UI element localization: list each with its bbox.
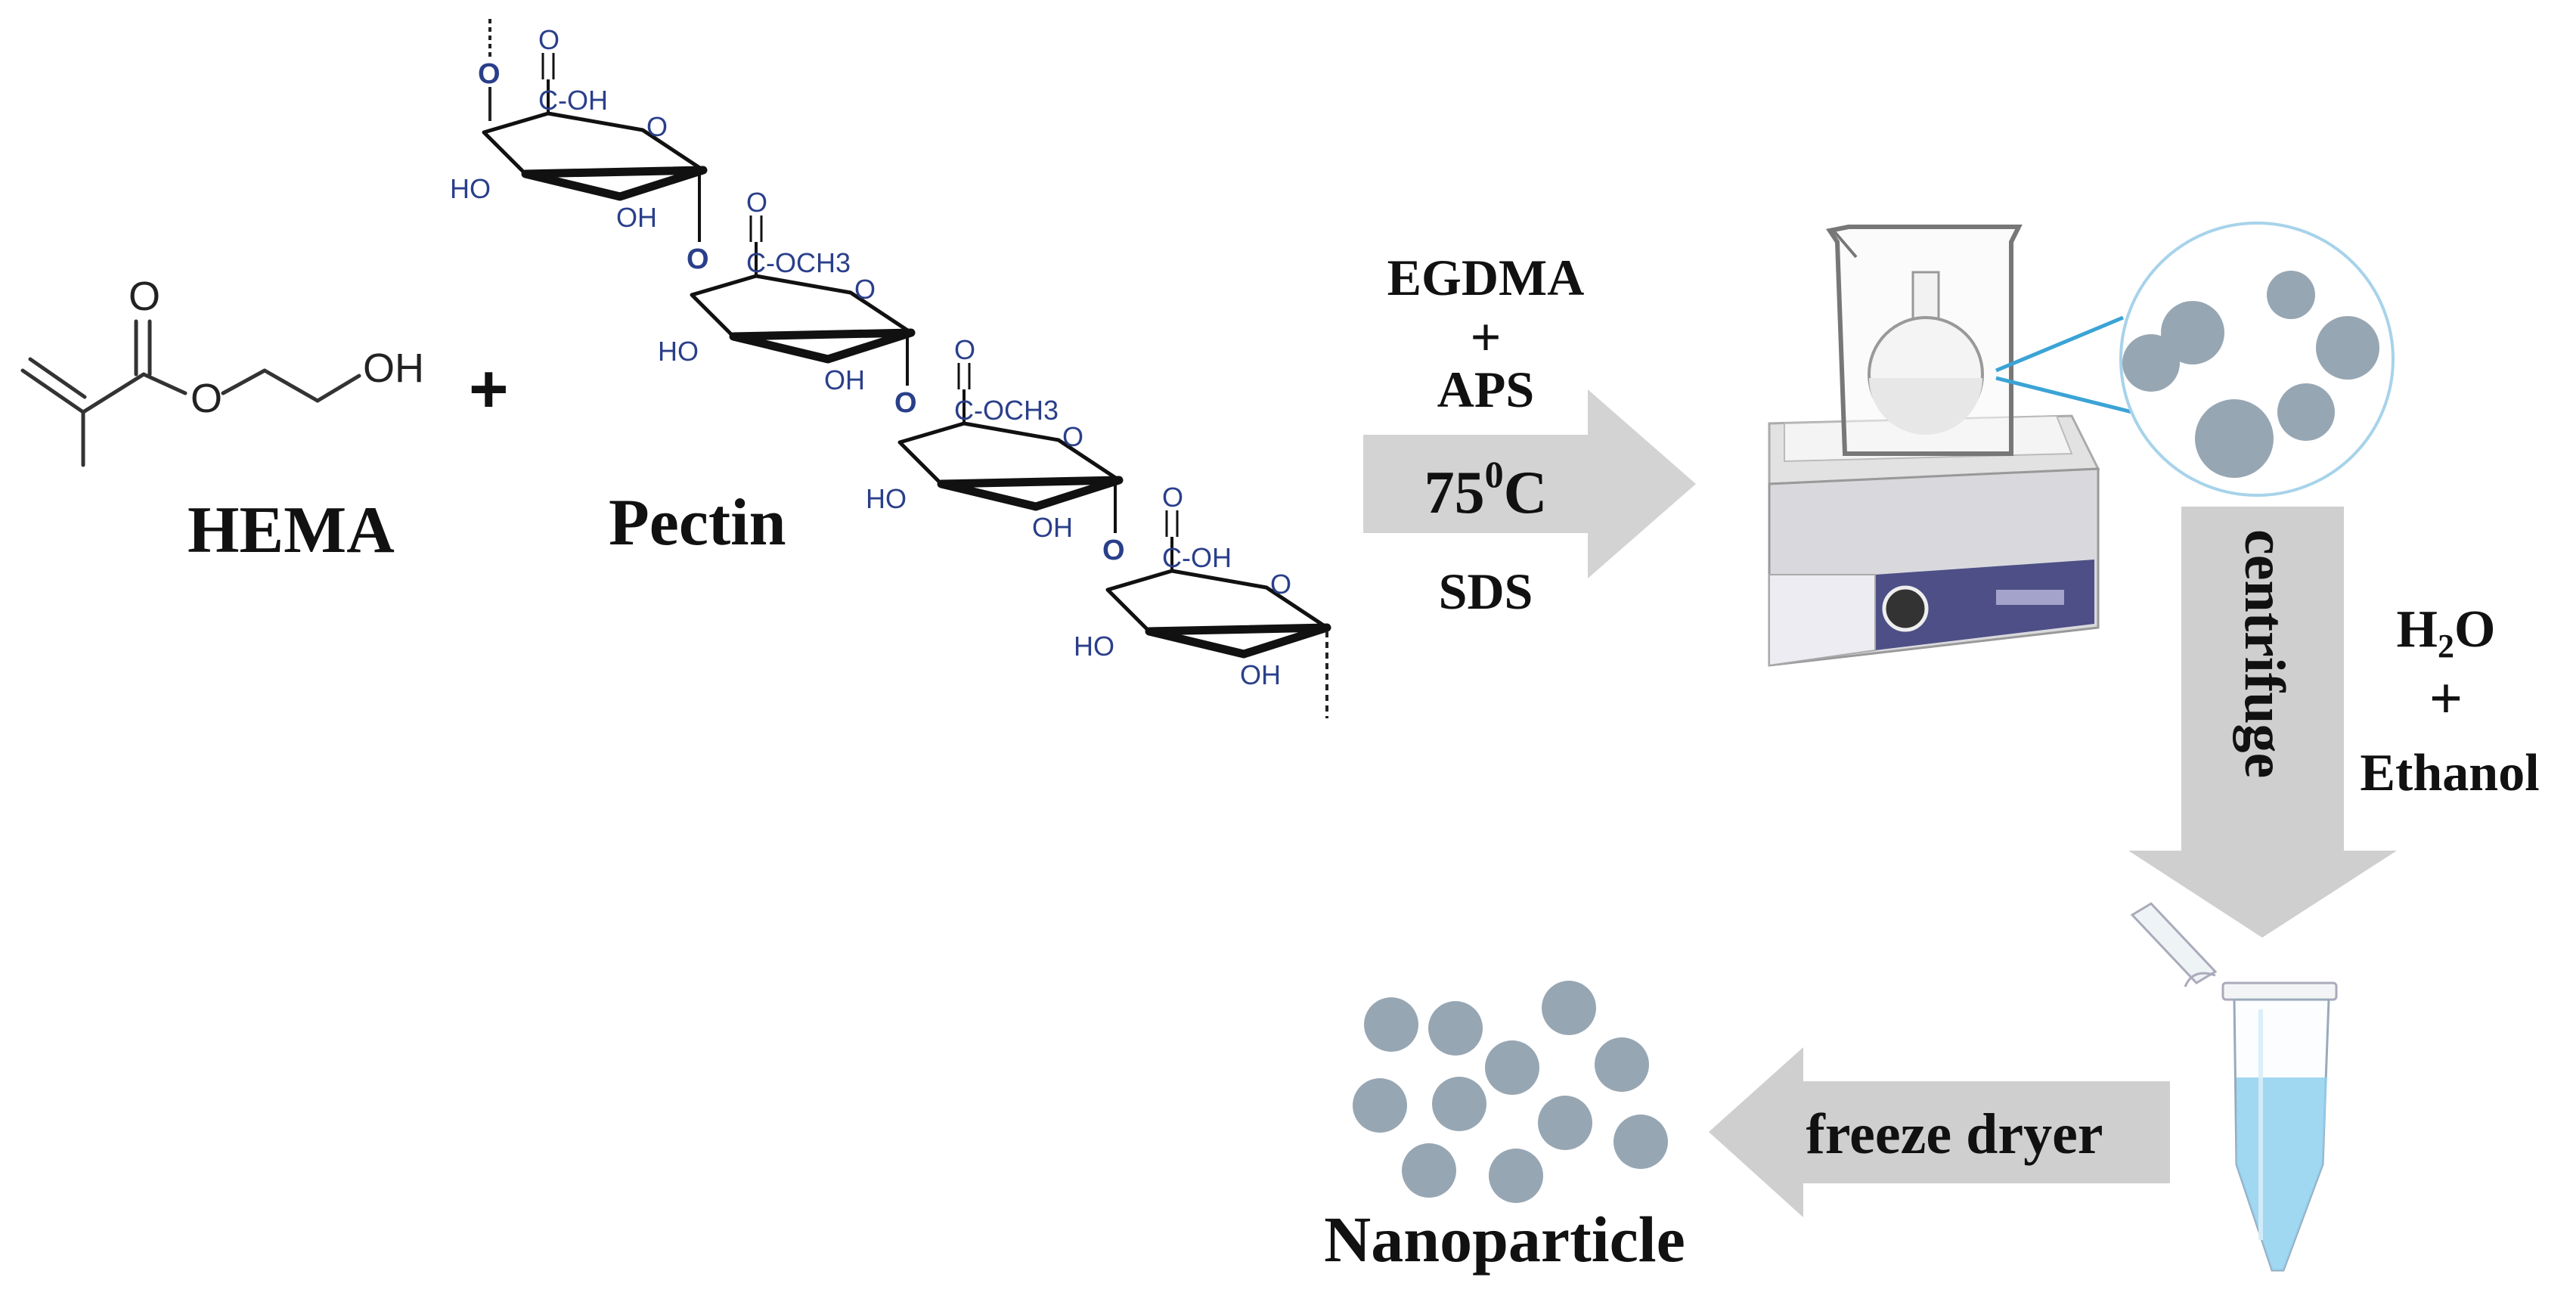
hema-label: HEMA: [188, 494, 395, 567]
pectin-ring2-oh: OH: [824, 364, 865, 395]
pectin-ring3-oh: OH: [1032, 512, 1073, 543]
pectin-ring1-o: O: [646, 111, 668, 142]
pectin-link-o-3: O: [1102, 535, 1125, 566]
solvent-ethanol: Ethanol: [2360, 744, 2539, 802]
pectin-structure: O O C-OH O HO OH O O C-OCH3 O HO OH O: [450, 19, 1331, 718]
temp-degree: 0: [1485, 453, 1504, 495]
pectin-ring-1: [482, 111, 708, 201]
water-h: H: [2397, 600, 2438, 659]
centrifuge-tube: [2130, 902, 2338, 1272]
pectin-ring-4: [1105, 569, 1331, 659]
condition-temperature: 750C: [1424, 453, 1548, 526]
pectin-ring1-ho: HO: [450, 173, 491, 204]
pectin-ring4-cooh: C-OH: [1162, 542, 1232, 573]
pectin-link-o: O: [478, 58, 501, 90]
condition-egdma: EGDMA: [1387, 249, 1585, 306]
centrifuge-arrow: [2128, 507, 2397, 938]
tube-liquid: [2237, 1077, 2327, 1270]
reaction-arrow: [1363, 389, 1696, 578]
pectin-ring2-carboxyl-o: O: [746, 187, 767, 218]
pectin-ring1-carboxyl-o: O: [538, 24, 560, 55]
pectin-ring4-o: O: [1270, 569, 1291, 600]
pectin-ring3-o: O: [1062, 421, 1083, 452]
pectin-ring3-carboxyl-o: O: [954, 334, 975, 365]
pectin-ring4-carboxyl-o: O: [1162, 482, 1183, 513]
water-o: O: [2454, 600, 2495, 659]
hema-ester-o: O: [191, 376, 222, 421]
temp-value: 75: [1424, 460, 1485, 526]
nanoparticle-label: Nanoparticle: [1324, 1203, 1685, 1276]
pectin-link-o-2: O: [894, 387, 917, 419]
pectin-ring1-cooh: C-OH: [538, 85, 608, 116]
zoom-particles: [2122, 271, 2379, 478]
zoom-line-bottom: [1995, 376, 2133, 414]
pectin-ring3-ho: HO: [866, 483, 907, 514]
plus-sign: +: [469, 352, 509, 427]
centrifuge-label: centrifuge: [2233, 529, 2296, 778]
water-sub: 2: [2438, 628, 2454, 665]
pectin-ring4-oh: OH: [1240, 659, 1281, 690]
condition-sds: SDS: [1439, 563, 1533, 620]
condition-aps: APS: [1437, 361, 1534, 418]
temp-unit: C: [1504, 460, 1548, 526]
hema-structure: [20, 319, 361, 467]
reaction-arrow-shape: [1363, 389, 1696, 578]
pectin-label: Pectin: [609, 486, 786, 560]
freeze-dryer-label: freeze dryer: [1806, 1102, 2103, 1166]
pectin-ring2-ho: HO: [658, 336, 699, 367]
pectin-ring3-cooch3: C-OCH3: [954, 395, 1059, 426]
condition-plus: +: [1470, 307, 1501, 367]
pectin-link-o-1: O: [687, 243, 709, 275]
pectin-ring-3: [897, 421, 1124, 511]
pectin-ring-2: [690, 274, 916, 364]
pectin-ring2-cooch3: C-OCH3: [746, 247, 851, 278]
solvent-plus: +: [2429, 665, 2463, 731]
solvent-water: H2O: [2397, 600, 2496, 665]
hema-carbonyl-o: O: [129, 274, 160, 319]
hotplate-stirrer-illustration: [1768, 225, 2100, 667]
nanoparticle-cluster: [1353, 981, 1668, 1203]
pectin-ring4-ho: HO: [1074, 631, 1114, 662]
hema-oh: OH: [363, 346, 424, 391]
freeze-dryer-arrow: [1709, 1047, 2170, 1217]
pectin-ring2-o: O: [854, 274, 876, 305]
pectin-ring1-oh: OH: [616, 202, 657, 233]
zoom-line-top: [1995, 315, 2124, 373]
